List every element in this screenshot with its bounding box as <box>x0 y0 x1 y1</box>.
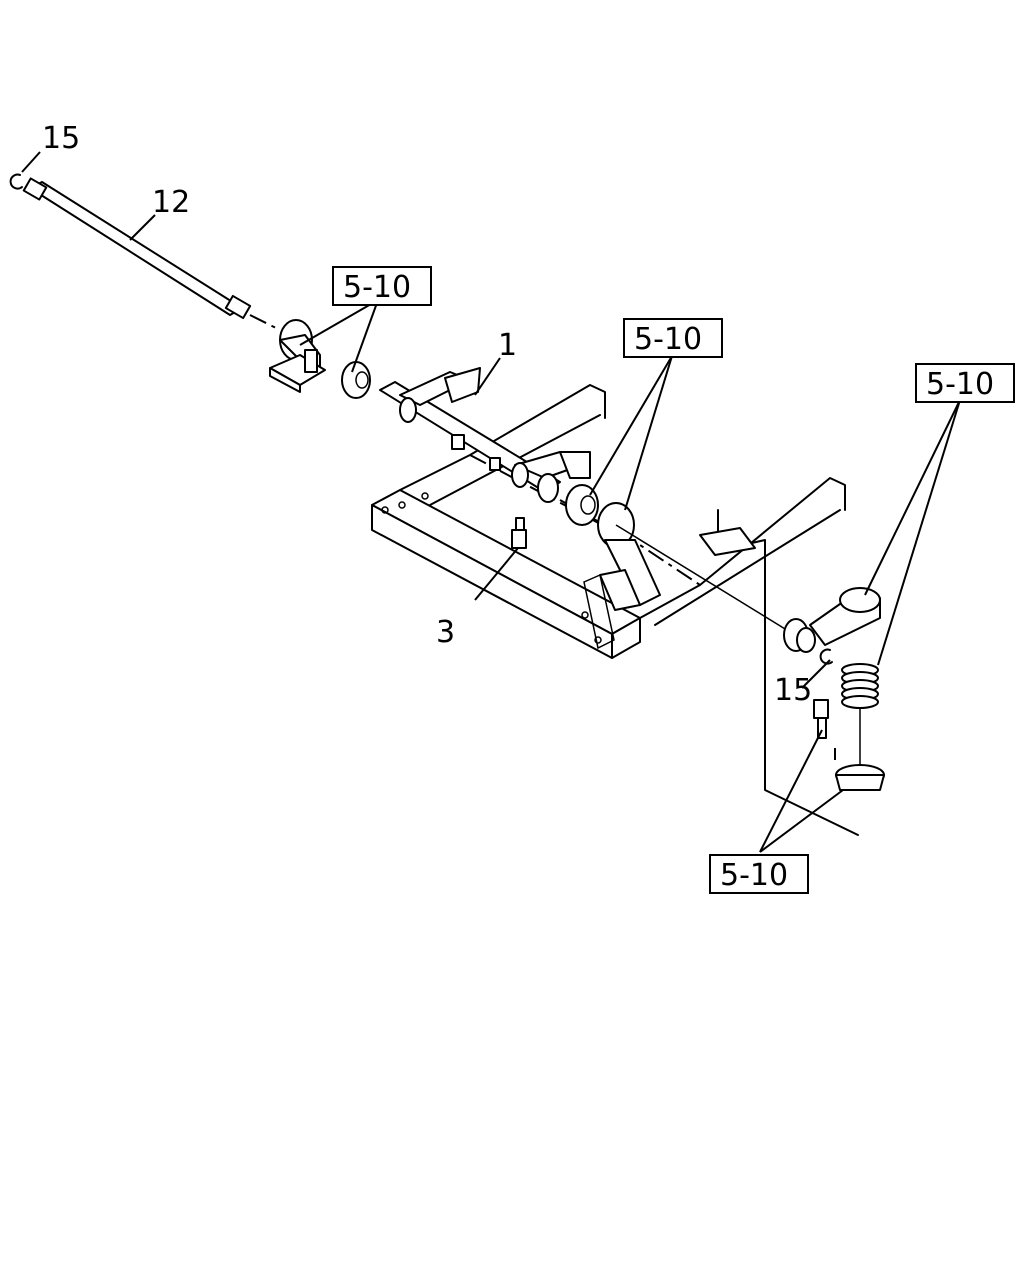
callout-snap-ring-top: 15 <box>42 121 80 156</box>
rod-part <box>22 177 281 331</box>
bushing-left <box>341 361 371 399</box>
spring-part <box>841 663 879 780</box>
ref-label-right: 5-10 <box>926 367 994 402</box>
idler-arm-right <box>783 587 881 653</box>
callout-shaft: 1 <box>498 328 517 363</box>
grease-nipple-part <box>511 517 527 549</box>
right-bracket-plate <box>699 509 859 836</box>
snap-ring-bottom-part <box>819 648 833 665</box>
shaft-assembly <box>379 367 591 503</box>
bolt-part <box>813 699 829 739</box>
bushing-bracket-left <box>269 319 326 393</box>
callout-grease-nipple: 3 <box>436 615 455 650</box>
callout-snap-ring-bottom: 15 <box>774 673 812 708</box>
lever-arm <box>583 502 791 650</box>
ref-box-left: 5-10 <box>332 266 432 306</box>
ref-box-right: 5-10 <box>915 363 1015 403</box>
ref-label-left: 5-10 <box>343 270 411 305</box>
callout-rod: 12 <box>152 185 190 220</box>
ref-label-middle: 5-10 <box>634 322 702 357</box>
cup-part <box>835 764 885 791</box>
ref-label-bottom: 5-10 <box>720 858 788 893</box>
ref-box-bottom: 5-10 <box>709 854 809 894</box>
leader-lines <box>21 151 961 853</box>
ref-box-middle: 5-10 <box>623 318 723 358</box>
snap-ring-top-part <box>9 173 23 190</box>
